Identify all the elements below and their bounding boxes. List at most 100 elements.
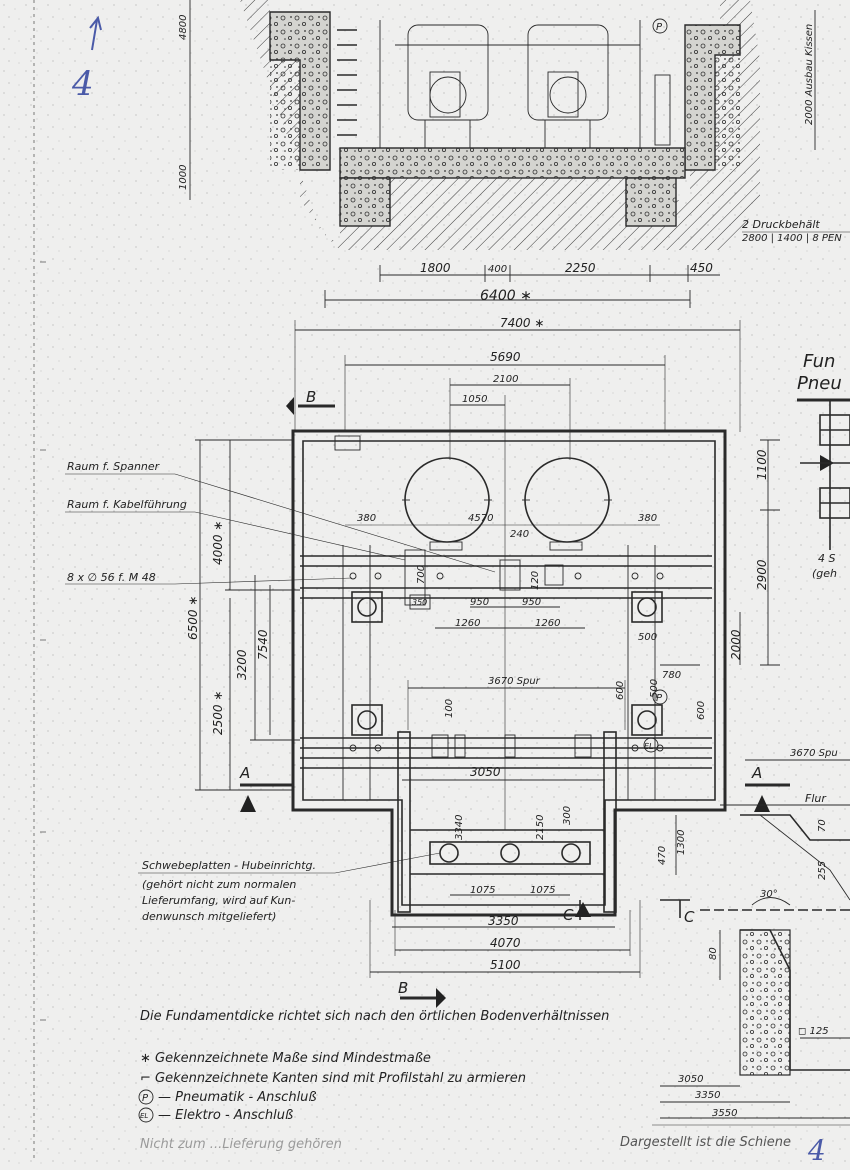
dim-1260-right: 1260: [535, 618, 560, 629]
section-a-left: A: [239, 764, 250, 782]
dim-2900: 2900: [755, 559, 769, 590]
dim-6500: 6500 ∗: [186, 596, 200, 640]
legend-p-symbol: P: [142, 1093, 149, 1104]
elevation-label-ausbau: 2000 Ausbau Kissen: [804, 24, 815, 125]
right-note-1: 4 S: [818, 552, 835, 565]
dim-2150: 2150: [535, 815, 546, 840]
right-dim-3350: 3350: [695, 1090, 720, 1101]
dim-380-left: 380: [357, 513, 376, 524]
handwritten-4-top: 4: [71, 64, 94, 104]
dim-1300: 1300: [676, 830, 687, 855]
dim-700: 700: [416, 565, 427, 584]
dim-1100: 1100: [755, 449, 769, 480]
dim-2100: 2100: [493, 374, 518, 385]
dim-5100: 5100: [490, 958, 521, 972]
dim-3350-pit: 3350: [488, 914, 519, 928]
label-schwebe-2: (gehört nicht zum normalen: [142, 878, 296, 891]
right-dim-80: 80: [708, 947, 719, 960]
label-schwebe-1: Schwebeplatten - Hubeinrichtg.: [142, 859, 316, 872]
pneumatic-symbol-icon: [138, 1089, 154, 1105]
right-title-1: Fun: [803, 351, 835, 372]
right-dim-3050: 3050: [678, 1074, 703, 1085]
right-square-125: ◻ 125: [798, 1026, 829, 1037]
plan-marker-p: P: [656, 693, 663, 704]
handwritten-marks: 4 4: [71, 15, 826, 1167]
dim-1050: 1050: [462, 394, 487, 405]
dim-950-left: 950: [470, 597, 489, 608]
label-raum-kabel: Raum f. Kabelführung: [67, 498, 187, 511]
note-foundation: Die Fundamentdicke richtet sich nach den…: [140, 1009, 609, 1024]
dim-450: 450: [690, 261, 713, 275]
right-column-detail: Fun Pneu 4 S (geh 3670 Spu Flur 255 70 3…: [660, 351, 850, 1119]
section-a-right: A: [751, 764, 762, 782]
dim-2500: 2500 ∗: [211, 691, 225, 735]
dim-400: 400: [488, 264, 507, 275]
plan-view: 7400 ∗ 5690 2100 1050: [65, 316, 790, 1008]
dim-780: 780: [662, 670, 681, 681]
dim-500-a: 500: [638, 632, 657, 643]
dim-4800: 4800: [178, 15, 189, 40]
dim-1260-left: 1260: [455, 618, 480, 629]
dim-100: 100: [444, 699, 455, 718]
dim-350: 350: [412, 598, 427, 607]
dim-2250: 2250: [565, 261, 596, 275]
section-c-right: C: [684, 908, 695, 926]
section-c-left: C: [563, 906, 574, 924]
section-b-bottom: B: [398, 979, 408, 997]
spur-label-right: 3670 Spu: [790, 748, 838, 759]
right-dim-3550: 3550: [712, 1108, 737, 1119]
dim-4570: 4570: [468, 513, 493, 524]
dim-3200: 3200: [235, 649, 249, 680]
dim-1075-right: 1075: [530, 885, 555, 896]
dim-950-right: 950: [522, 597, 541, 608]
handwritten-4-bottom: 4: [807, 1134, 826, 1167]
dim-4000: 4000 ∗: [211, 521, 225, 565]
dim-3340: 3340: [454, 815, 465, 840]
dim-1800: 1800: [420, 261, 451, 275]
elevation-section: P 4800 1000 2000 Ausbau Kissen 2 Druckbe…: [178, 0, 850, 308]
legend-pneumatik: — Pneumatik - Anschluß: [158, 1090, 317, 1105]
legend-elektro: — Elektro - Anschluß: [158, 1108, 293, 1123]
dim-6400: 6400 ∗: [480, 288, 532, 304]
section-b-top: B: [306, 388, 316, 406]
legend-el-symbol: EL: [140, 1112, 148, 1120]
right-angle: 30°: [760, 889, 778, 900]
right-title-2: Pneu: [797, 373, 842, 394]
right-flur: Flur: [805, 792, 827, 805]
dim-7540: 7540: [256, 629, 270, 660]
note-bottom-faded: Nicht zum ...Lieferung gehören: [140, 1137, 342, 1152]
dim-7400: 7400 ∗: [500, 316, 544, 330]
dim-5690: 5690: [490, 350, 521, 364]
spur-label: 3670 Spur: [488, 676, 541, 687]
label-schwebe-4: denwunsch mitgeliefert): [142, 910, 276, 923]
dim-600: 600: [696, 701, 707, 720]
electric-symbol-icon: [138, 1107, 154, 1123]
dim-500-b: 500: [649, 679, 660, 698]
legend-star: ∗ Gekennzeichnete Maße sind Mindestmaße: [140, 1051, 431, 1066]
legend-edge: ⌐ Gekennzeichnete Kanten sind mit Profil…: [140, 1071, 526, 1086]
vessel-note-1: 2 Druckbehält: [742, 218, 820, 231]
margin-ticks: [40, 261, 46, 1021]
dim-1000: 1000: [178, 165, 189, 190]
vessel-note-2: 2800 | 1400 | 8 PEN: [742, 233, 842, 244]
right-dim-255: 255: [817, 861, 828, 880]
right-dim-70: 70: [817, 819, 828, 832]
label-raum-spanner: Raum f. Spanner: [67, 460, 161, 473]
label-bolts: 8 x ∅ 56 f. M 48: [67, 571, 156, 584]
dim-470: 470: [657, 846, 668, 865]
note-schiene: Dargestellt ist die Schiene: [620, 1135, 791, 1150]
dim-120: 120: [530, 571, 541, 590]
dim-4070: 4070: [490, 936, 521, 950]
label-schwebe-3: Lieferumfang, wird auf Kun-: [142, 894, 295, 907]
dim-2000: 2000: [729, 629, 743, 660]
notes-block: Die Fundamentdicke richtet sich nach den…: [138, 1009, 791, 1152]
dim-300: 300: [562, 806, 573, 825]
dim-3050-pit: 3050: [470, 765, 501, 779]
dim-600-small: 600: [615, 681, 626, 700]
right-note-2: (geh: [812, 567, 837, 580]
dim-1075-left: 1075: [470, 885, 495, 896]
plan-marker-el: EL: [644, 742, 654, 751]
dim-380-right: 380: [638, 513, 657, 524]
